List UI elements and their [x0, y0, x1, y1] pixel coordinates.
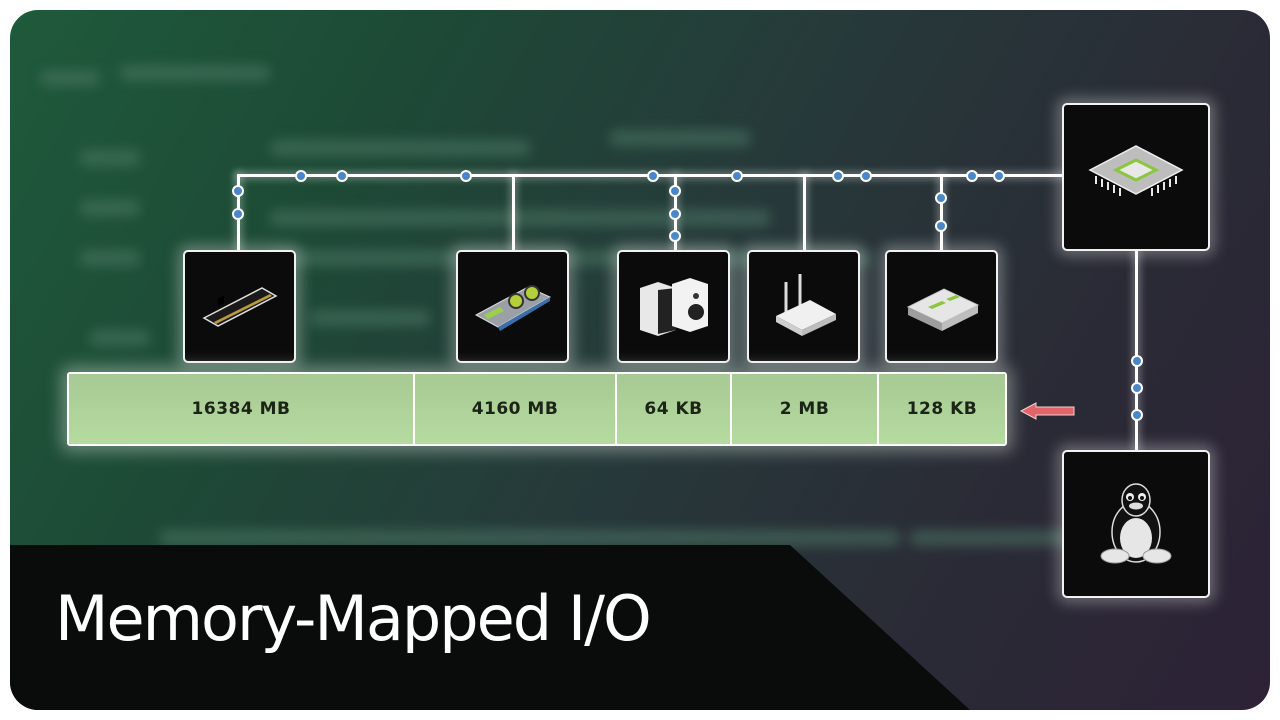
device-speakers [617, 250, 730, 363]
bus-data-dot [935, 192, 947, 204]
page-title: Memory-Mapped I/O [55, 582, 652, 655]
bus-data-dot [935, 220, 947, 232]
gpu-icon [474, 284, 551, 331]
memory-segment-hdd: 128 KB [879, 374, 1005, 444]
bus-data-dot [731, 170, 743, 182]
title-band [10, 545, 970, 710]
device-router [747, 250, 860, 363]
device-hdd [885, 250, 998, 363]
device-ram [183, 250, 296, 363]
router-icon [775, 273, 836, 336]
bus-cpu-os [1135, 250, 1138, 452]
tux-penguin-icon [1100, 483, 1172, 564]
memory-map-bar: 16384 MB 4160 MB 64 KB 2 MB 128 KB [67, 372, 1007, 446]
blurred-code-background [10, 10, 1270, 710]
bus-gpu-drop [512, 174, 515, 252]
bus-data-dot [860, 170, 872, 182]
speakers-icon [639, 277, 708, 336]
memory-segment-speakers: 64 KB [617, 374, 732, 444]
bus-hdd-drop [940, 174, 943, 252]
bus-data-dot [336, 170, 348, 182]
memory-segment-ram: 16384 MB [69, 374, 415, 444]
bus-data-dot [966, 170, 978, 182]
bus-data-dot [460, 170, 472, 182]
bus-data-dot [1131, 355, 1143, 367]
bus-data-dot [1131, 382, 1143, 394]
bus-data-dot [232, 208, 244, 220]
bus-data-dot [295, 170, 307, 182]
memory-segment-router: 2 MB [732, 374, 879, 444]
bus-data-dot [647, 170, 659, 182]
bus-data-dot [832, 170, 844, 182]
ram-stick-icon [201, 286, 278, 327]
device-gpu [456, 250, 569, 363]
device-os [1062, 450, 1210, 598]
bus-data-dot [232, 185, 244, 197]
cpu-chip-icon [1088, 145, 1184, 196]
bus-data-dot [669, 208, 681, 220]
bus-data-dot [1131, 409, 1143, 421]
bus-data-dot [669, 185, 681, 197]
bus-data-dot [669, 230, 681, 242]
memory-segment-gpu: 4160 MB [415, 374, 617, 444]
hard-drive-icon [906, 287, 979, 331]
left-arrow-icon [1020, 402, 1075, 420]
device-cpu [1062, 103, 1210, 251]
bus-data-dot [993, 170, 1005, 182]
bus-router-drop [803, 174, 806, 252]
